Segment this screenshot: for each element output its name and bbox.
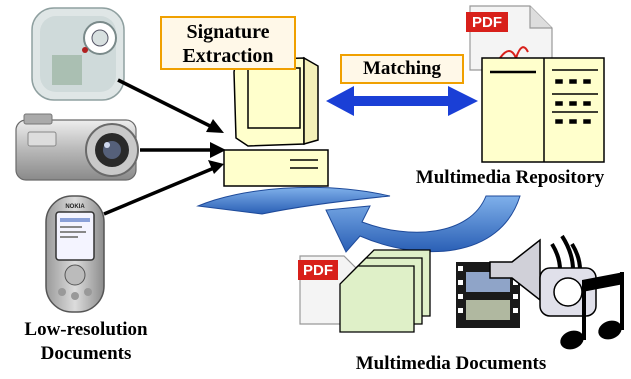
webcam-arrow [117, 78, 215, 130]
input-arrows [103, 78, 226, 216]
feedback-curved-arrow [196, 186, 521, 253]
digital-camera-icon [15, 113, 139, 181]
camera-arrowhead [210, 142, 226, 158]
pdf-document-icon: PDF [466, 5, 553, 71]
pdf-tag-top: PDF [472, 14, 502, 31]
pdf-tag-bottom: PDF [303, 262, 333, 279]
webcam-icon [31, 7, 125, 101]
film-strip-icon [456, 262, 520, 328]
speaker-icon [489, 234, 597, 317]
phone-brand-text: NOKIA [65, 204, 85, 210]
mobile-phone-icon: NOKIA [45, 195, 105, 313]
server-cabinet-icon [481, 57, 605, 163]
phone-arrowhead [208, 160, 224, 174]
webcam-arrowhead [206, 119, 224, 133]
music-note-icon [560, 272, 624, 350]
matching-double-arrow [326, 86, 478, 116]
multimedia-documents-label: Multimedia Documents [355, 353, 547, 374]
signature-extraction-label: Signature Extraction [160, 16, 296, 70]
desktop-computer-icon [223, 56, 329, 187]
document-stack-icon [339, 249, 431, 333]
multimedia-repository-label: Multimedia Repository [415, 167, 605, 188]
matching-label: Matching [340, 54, 464, 84]
phone-arrow [103, 166, 215, 216]
low-resolution-documents-label: Low-resolution Documents [24, 319, 148, 364]
